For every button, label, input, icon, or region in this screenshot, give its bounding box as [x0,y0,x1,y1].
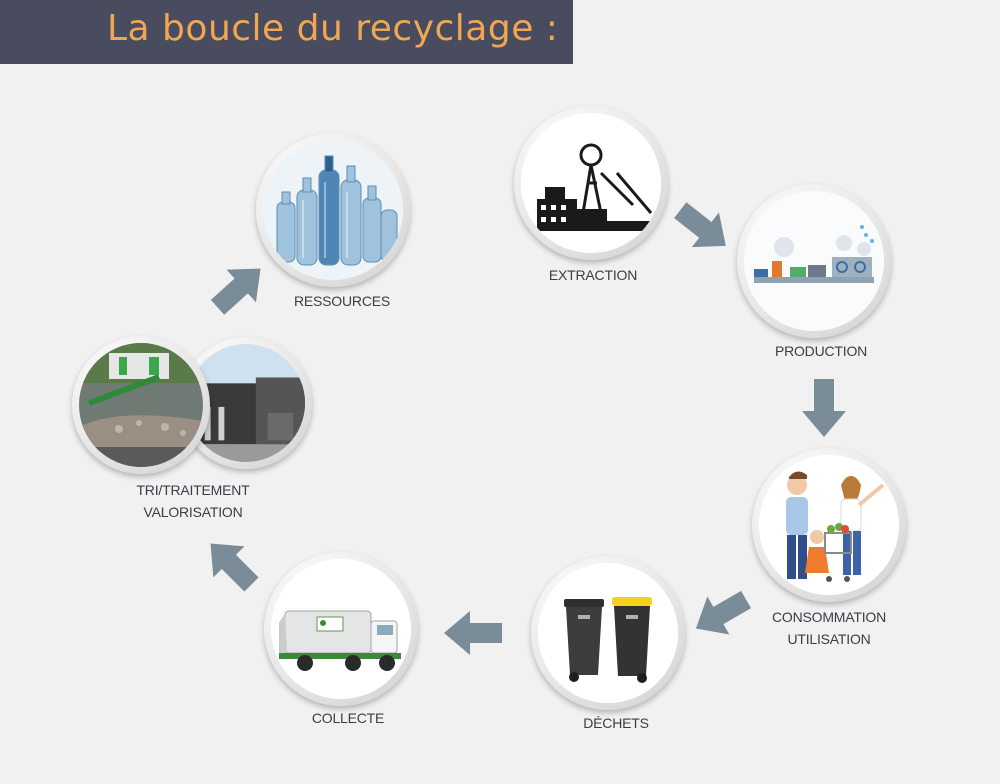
ressources-label: RESSOURCES [272,290,412,312]
mine-headframe-image [521,113,661,253]
tri-label-line2: VALORISATION [143,504,243,520]
family-shopping-image [759,455,899,595]
title-banner: La boucle du recyclage : [0,0,573,64]
arrow-collecte-to-tri [195,528,267,600]
arrow-consommation-to-dechets [685,580,757,647]
collecte-label-line1: COLLECTE [311,710,385,726]
ressources-label-line1: RESSOURCES [293,293,391,309]
consommation-label-line2: UTILISATION [787,631,871,647]
production-node [737,184,891,338]
consommation-node [752,448,906,602]
diagram-title: La boucle du recyclage : [107,8,559,49]
consommation-label: CONSOMMATION UTILISATION [759,606,899,650]
tri-node [72,336,210,474]
extraction-label: EXTRACTION [523,264,663,286]
collecte-node [264,552,418,706]
dechets-label-line1: DÉCHETS [583,715,649,731]
production-label-line1: PRODUCTION [774,343,868,359]
garbage-truck-image [271,559,411,699]
arrow-production-to-consommation [802,379,846,437]
tri-label-line1: TRI/TRAITEMENT [136,482,250,498]
production-label: PRODUCTION [751,340,891,362]
consommation-label-line1: CONSOMMATION [771,609,886,625]
sorting-plant-image [79,343,203,467]
waste-bins-image [538,563,678,703]
extraction-node [514,106,668,260]
arrow-tri-to-ressources [203,252,276,324]
arrow-dechets-to-collecte [444,611,502,655]
dechets-label: DÉCHETS [546,712,686,734]
arrow-extraction-to-production [667,193,740,263]
extraction-label-line1: EXTRACTION [548,267,638,283]
collecte-label: COLLECTE [278,707,418,729]
ressources-node [256,133,410,287]
dechets-node [531,556,685,710]
factory-line-image [744,191,884,331]
plastic-bottles-image [263,140,403,280]
tri-label: TRI/TRAITEMENT VALORISATION [123,479,263,523]
